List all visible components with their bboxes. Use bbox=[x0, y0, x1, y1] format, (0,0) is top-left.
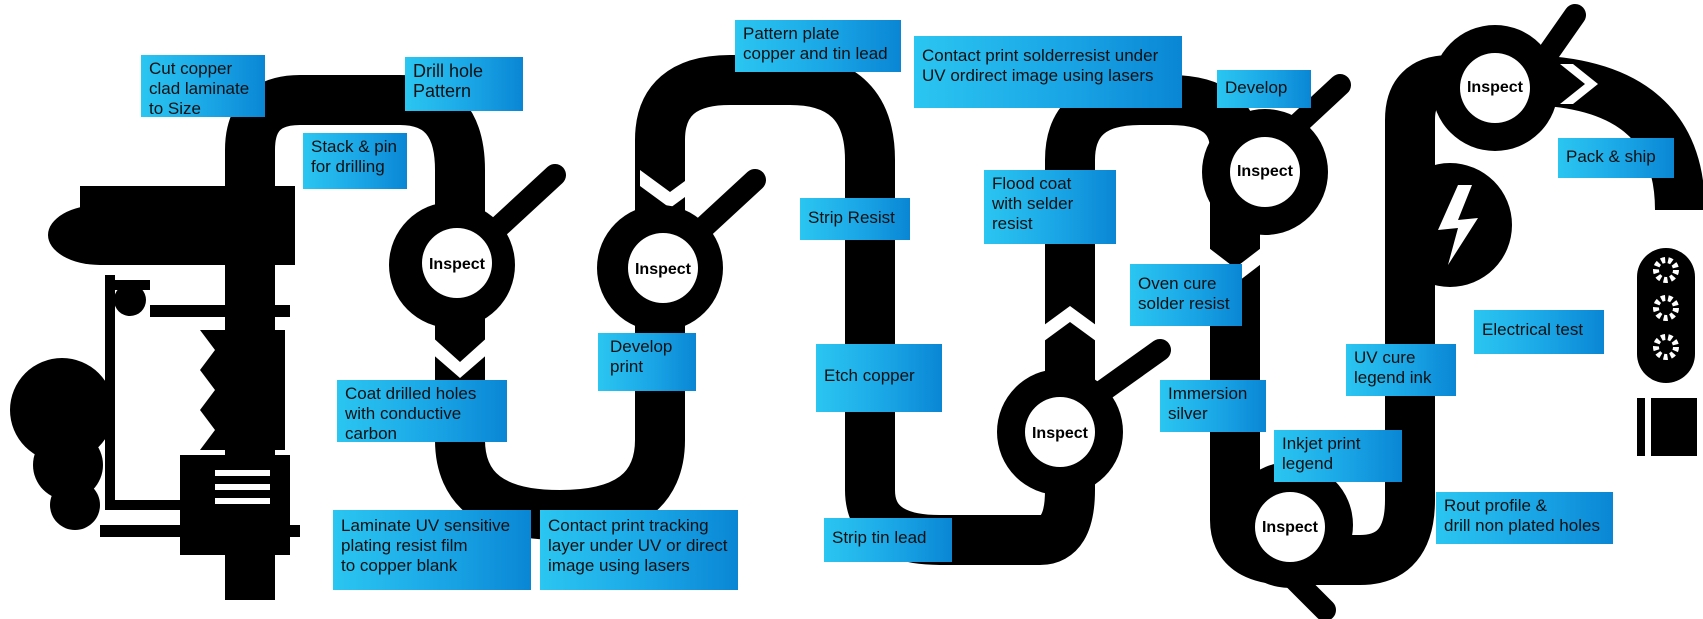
gear-icon bbox=[1637, 248, 1695, 383]
chevron-3 bbox=[1040, 306, 1100, 344]
step-drill-hole: Drill hole Pattern bbox=[405, 57, 523, 111]
step-uv-cure: UV cure legend ink bbox=[1346, 344, 1456, 396]
package-box-icon bbox=[1637, 398, 1697, 456]
lightning-icon bbox=[1388, 163, 1512, 287]
step-develop-print: Develop print bbox=[598, 333, 696, 391]
step-strip-resist: Strip Resist bbox=[800, 198, 910, 240]
inspect-label-2: Inspect bbox=[634, 261, 691, 278]
inspect-magnifier-6 bbox=[1432, 4, 1586, 151]
step-strip-tin: Strip tin lead bbox=[824, 518, 952, 562]
inspect-label-1: Inspect bbox=[428, 256, 485, 273]
step-pack-ship: Pack & ship bbox=[1558, 138, 1674, 178]
step-flood-coat: Flood coat with selder resist bbox=[984, 170, 1116, 244]
inspect-magnifier-5 bbox=[1227, 462, 1353, 619]
step-develop: Develop bbox=[1217, 70, 1311, 108]
inspect-label-5: Inspect bbox=[1261, 519, 1318, 536]
inspect-label-3: Inspect bbox=[1031, 425, 1088, 442]
step-contact-tracking: Contact print tracking layer under UV or… bbox=[540, 510, 738, 590]
inspect-magnifier-1 bbox=[389, 164, 566, 328]
step-pattern-plate: Pattern plate copper and tin lead bbox=[735, 20, 901, 72]
inspect-magnifier-4 bbox=[1202, 74, 1351, 235]
step-stack-pin: Stack & pin for drilling bbox=[303, 133, 407, 189]
inspect-magnifier-2 bbox=[597, 169, 766, 331]
step-electrical-test: Electrical test bbox=[1474, 310, 1604, 354]
step-oven-cure: Oven cure solder resist bbox=[1130, 264, 1242, 326]
chevron-2 bbox=[640, 170, 700, 208]
step-cut-copper: Cut copper clad laminate to Size bbox=[141, 55, 265, 118]
inspect-magnifier-3 bbox=[997, 339, 1171, 495]
step-etch-copper: Etch copper bbox=[816, 344, 942, 412]
inspect-label-6: Inspect bbox=[1466, 79, 1523, 96]
step-inkjet-legend: Inkjet print legend bbox=[1274, 430, 1402, 482]
step-coat-holes: Coat drilled holes with conductive carbo… bbox=[337, 380, 507, 443]
inspect-label-4: Inspect bbox=[1236, 163, 1293, 180]
step-rout-profile: Rout profile & drill non plated holes bbox=[1436, 492, 1613, 544]
step-immersion-silver: Immersion silver bbox=[1160, 380, 1266, 432]
chevron-1 bbox=[430, 335, 490, 378]
step-laminate: Laminate UV sensitive plating resist fil… bbox=[333, 510, 531, 590]
chevron-5 bbox=[1560, 64, 1598, 104]
printer-machine-icon bbox=[10, 186, 300, 555]
step-contact-solder: Contact print solderresist under UV ordi… bbox=[914, 36, 1182, 108]
